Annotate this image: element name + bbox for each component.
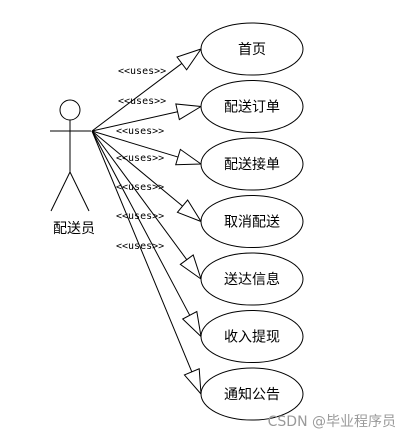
uses-links: <<uses>> <<uses>> <<uses>> <<uses>> <<uses>>… xyxy=(91,48,203,396)
watermark: CSDN @毕业程序员 xyxy=(267,414,396,430)
uses-arrowhead xyxy=(175,103,203,121)
use-case-label: 配送接单 xyxy=(224,156,280,173)
use-case-ellipse xyxy=(200,80,304,133)
use-case-ellipse xyxy=(200,367,304,421)
use-case-label: 首页 xyxy=(238,42,266,58)
uses-arrowhead xyxy=(181,310,202,338)
use-case-label: 通知公告 xyxy=(224,386,280,403)
use-case-ellipse xyxy=(200,22,304,76)
uses-link-line xyxy=(91,63,183,132)
use-case-ellipse xyxy=(200,137,304,191)
uses-label: <<uses>> xyxy=(118,66,166,77)
uses-link-line xyxy=(91,130,191,316)
uses-link-line xyxy=(91,130,179,158)
use-case-label: 配送订单 xyxy=(224,100,280,116)
use-case-label: 送达信息 xyxy=(224,271,280,288)
use-case-ellipse xyxy=(200,310,304,363)
uses-label: <<uses>> xyxy=(116,211,164,222)
uses-arrowhead xyxy=(176,199,203,223)
uses-arrowhead xyxy=(175,148,203,166)
uses-label: <<uses>> xyxy=(116,241,164,252)
uses-link-line xyxy=(91,130,193,373)
use-case-ellipse xyxy=(200,195,304,248)
uses-link-line xyxy=(91,130,188,260)
actor-figure xyxy=(50,99,91,212)
uses-link-line xyxy=(91,130,183,207)
actor-label: 配送员 xyxy=(53,221,95,237)
uses-label: <<uses>> xyxy=(116,182,164,193)
uses-label: <<uses>> xyxy=(116,153,164,164)
uses-label: <<uses>> xyxy=(116,126,164,137)
use-case-label: 取消配送 xyxy=(224,215,280,231)
uses-arrowhead xyxy=(179,254,202,281)
use-case-label: 收入提现 xyxy=(224,330,280,346)
uses-link-line xyxy=(91,111,178,132)
uses-label: <<uses>> xyxy=(118,96,166,107)
use-case-ellipse xyxy=(200,252,304,306)
uses-arrowhead xyxy=(176,48,203,71)
uses-arrowhead xyxy=(183,368,202,396)
